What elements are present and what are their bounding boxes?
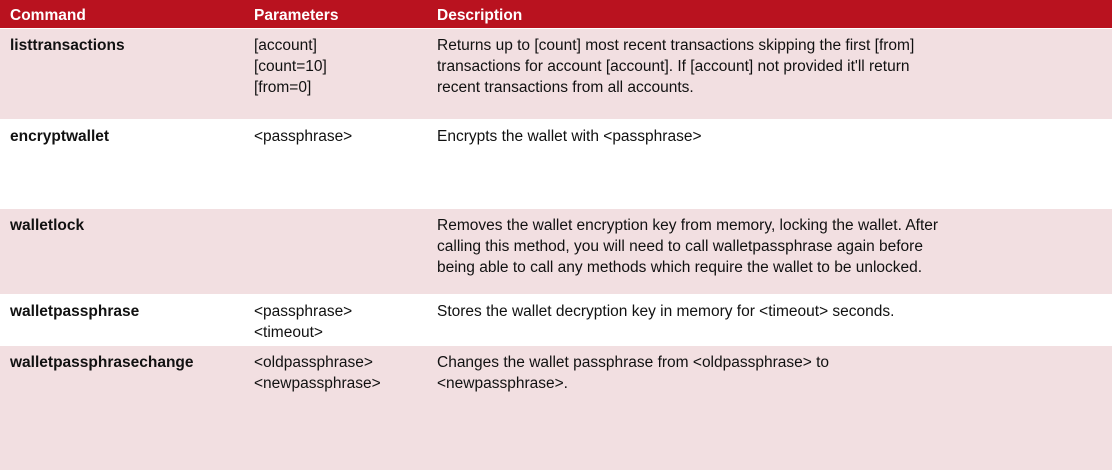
command-name: encryptwallet xyxy=(10,128,110,145)
command-name: walletpassphrase xyxy=(10,303,140,320)
command-name: listtransactions xyxy=(10,37,125,54)
command-parameters: <passphrase> <timeout> xyxy=(246,295,429,345)
parameter: <oldpassphrase> xyxy=(254,354,373,371)
description-line: recent transactions from all accounts. xyxy=(437,79,694,96)
description-line: Removes the wallet encryption key from m… xyxy=(437,217,939,234)
table-row: walletpassphrasechange <oldpassphrase> <… xyxy=(0,346,1112,471)
description-line: being able to call any methods which req… xyxy=(437,259,923,276)
command-description: Stores the wallet decryption key in memo… xyxy=(429,295,1112,345)
parameter: <passphrase> xyxy=(254,303,353,320)
description-line: Stores the wallet decryption key in memo… xyxy=(437,303,895,320)
command-name: walletlock xyxy=(10,217,85,234)
parameter: [count=10] xyxy=(254,58,327,75)
command-description: Encrypts the wallet with <passphrase> xyxy=(429,120,1112,208)
parameter: [from=0] xyxy=(254,79,312,96)
description-line: Returns up to [count] most recent transa… xyxy=(437,37,915,54)
header-parameters: Parameters xyxy=(254,7,339,24)
parameter: <newpassphrase> xyxy=(254,375,381,392)
table-row: listtransactions [account] [count=10] [f… xyxy=(0,29,1112,120)
table-row: walletpassphrase <passphrase> <timeout> … xyxy=(0,295,1112,346)
header-description: Description xyxy=(437,7,523,24)
command-name: walletpassphrasechange xyxy=(10,354,194,371)
command-description: Removes the wallet encryption key from m… xyxy=(429,209,1112,294)
description-line: Changes the wallet passphrase from <oldp… xyxy=(437,354,830,371)
command-description: Returns up to [count] most recent transa… xyxy=(429,29,1112,119)
command-parameters: <oldpassphrase> <newpassphrase> xyxy=(246,346,429,470)
header-command: Command xyxy=(10,7,86,24)
parameter: <passphrase> xyxy=(254,128,353,145)
description-line: transactions for account [account]. If [… xyxy=(437,58,910,75)
description-line: <newpassphrase>. xyxy=(437,375,568,392)
description-line: calling this method, you will need to ca… xyxy=(437,238,923,255)
command-description: Changes the wallet passphrase from <oldp… xyxy=(429,346,1112,470)
command-parameters: <passphrase> xyxy=(246,120,429,208)
command-parameters xyxy=(246,209,429,294)
table-row: encryptwallet <passphrase> Encrypts the … xyxy=(0,120,1112,209)
command-parameters: [account] [count=10] [from=0] xyxy=(246,29,429,119)
parameter: [account] xyxy=(254,37,317,54)
table-header-row: Command Parameters Description xyxy=(0,0,1112,29)
description-line: Encrypts the wallet with <passphrase> xyxy=(437,128,702,145)
table-row: walletlock Removes the wallet encryption… xyxy=(0,209,1112,295)
parameter: <timeout> xyxy=(254,324,323,341)
